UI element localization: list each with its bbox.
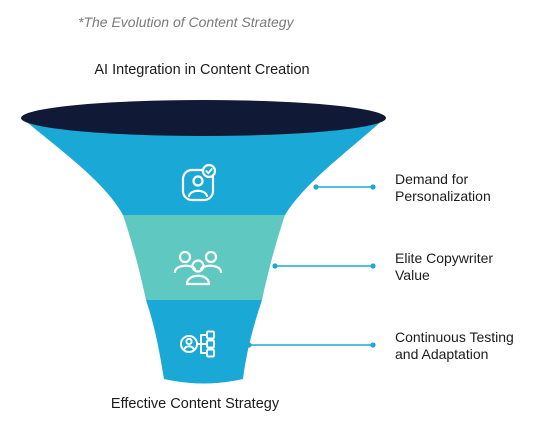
stage-label-testing: Continuous Testing and Adaptation [395, 329, 514, 363]
subtitle: *The Evolution of Content Strategy [78, 14, 294, 30]
user-check-icon [181, 163, 217, 202]
stage-label-line: and Adaptation [395, 346, 489, 362]
stage-label-line: Value [395, 267, 430, 283]
stage-label-line: Personalization [395, 188, 491, 204]
stage-label-copywriter: Elite Copywriter Value [395, 250, 493, 284]
funnel-stage-3 [146, 300, 262, 384]
stage-label-line: Elite Copywriter [395, 250, 494, 266]
funnel-top-label: AI Integration in Content Creation [94, 62, 310, 78]
team-icon [173, 250, 223, 286]
connector-1 [313, 184, 376, 190]
connector-3 [246, 342, 376, 348]
user-hierarchy-icon [180, 330, 215, 358]
funnel-stage-2 [123, 215, 285, 300]
stage-label-line: Demand for [395, 171, 469, 187]
funnel-rim [21, 100, 386, 136]
stage-label-personalization: Demand for Personalization [395, 171, 491, 205]
connector-2 [272, 263, 376, 269]
stage-label-line: Continuous Testing [395, 329, 514, 345]
funnel-stage-1 [22, 118, 385, 215]
funnel-bottom-label: Effective Content Strategy [110, 396, 280, 412]
